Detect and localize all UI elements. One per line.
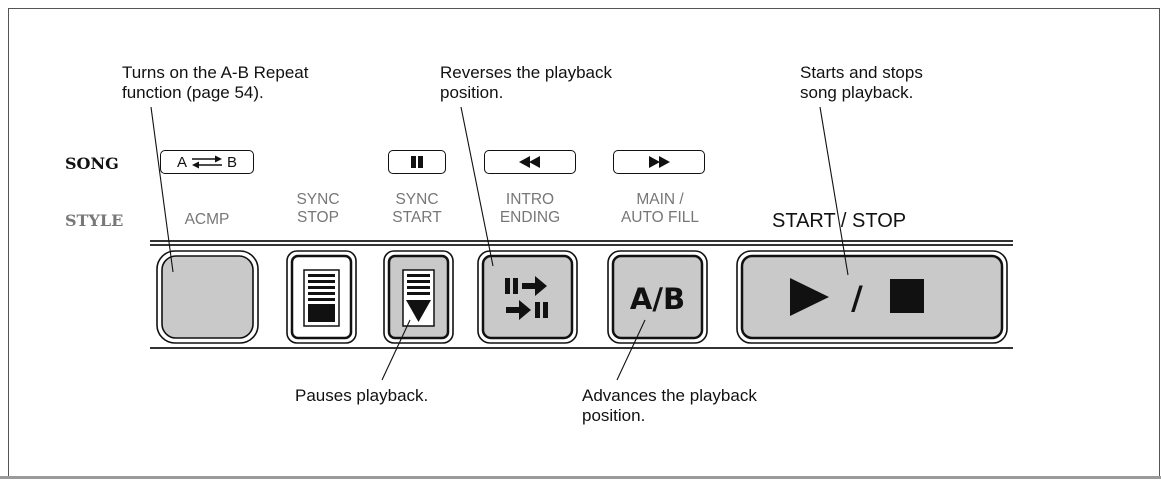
style-row-label: STYLE [65, 211, 124, 230]
leader-pause [381, 319, 411, 381]
leader-reverse [460, 106, 494, 267]
play-icon [790, 278, 829, 316]
main-autofill-button[interactable]: A/B [607, 250, 708, 344]
panel-top-rule-inner [150, 244, 1013, 246]
pause-arrow-icon [505, 276, 548, 320]
ab-symbol-b: B [227, 153, 238, 171]
rewind-symbol [484, 150, 576, 174]
fast-forward-icon [649, 156, 670, 168]
callout-pause: Pauses playback. [295, 386, 429, 405]
play-stop-separator: / [851, 279, 863, 317]
callout-reverse: Reverses the playback position. [440, 63, 612, 102]
bottom-rule [0, 476, 1161, 479]
fast-forward-symbol [613, 150, 705, 174]
leader-advance [616, 319, 646, 381]
leader-start-stop [819, 106, 849, 276]
acmp-label: ACMP [184, 211, 230, 228]
sync-start-label: SYNC START [392, 191, 442, 226]
intro-ending-label: INTRO ENDING [499, 191, 561, 226]
sync-stop-label: SYNC STOP [296, 191, 340, 226]
panel-top-rule [150, 240, 1013, 242]
intro-ending-button[interactable] [477, 250, 578, 344]
ab-button-text: A/B [630, 282, 685, 316]
sync-start-icon [402, 269, 435, 327]
callout-start-stop: Starts and stops song playback. [800, 63, 923, 102]
start-stop-button[interactable]: / [736, 250, 1008, 344]
main-autofill-label: MAIN / AUTO FILL [620, 191, 700, 226]
leader-lines [150, 106, 849, 381]
sync-stop-icon [303, 269, 340, 327]
song-row-label: SONG [65, 154, 119, 173]
pause-icon [411, 156, 423, 168]
callout-advance: Advances the playback position. [582, 386, 757, 425]
sync-stop-button[interactable] [286, 250, 357, 344]
pause-symbol [388, 150, 446, 174]
acmp-button[interactable] [156, 250, 259, 344]
callout-ab-repeat: Turns on the A-B Repeat function (page 5… [122, 63, 309, 102]
ab-repeat-symbol: A B [160, 150, 254, 174]
leader-ab-repeat [150, 106, 174, 273]
swap-arrows-icon [192, 155, 222, 169]
rewind-icon [519, 156, 540, 168]
sync-start-button[interactable] [383, 250, 454, 344]
ab-symbol-a: A [176, 153, 187, 171]
panel-bottom-rule [150, 347, 1013, 349]
stop-icon [890, 279, 924, 313]
